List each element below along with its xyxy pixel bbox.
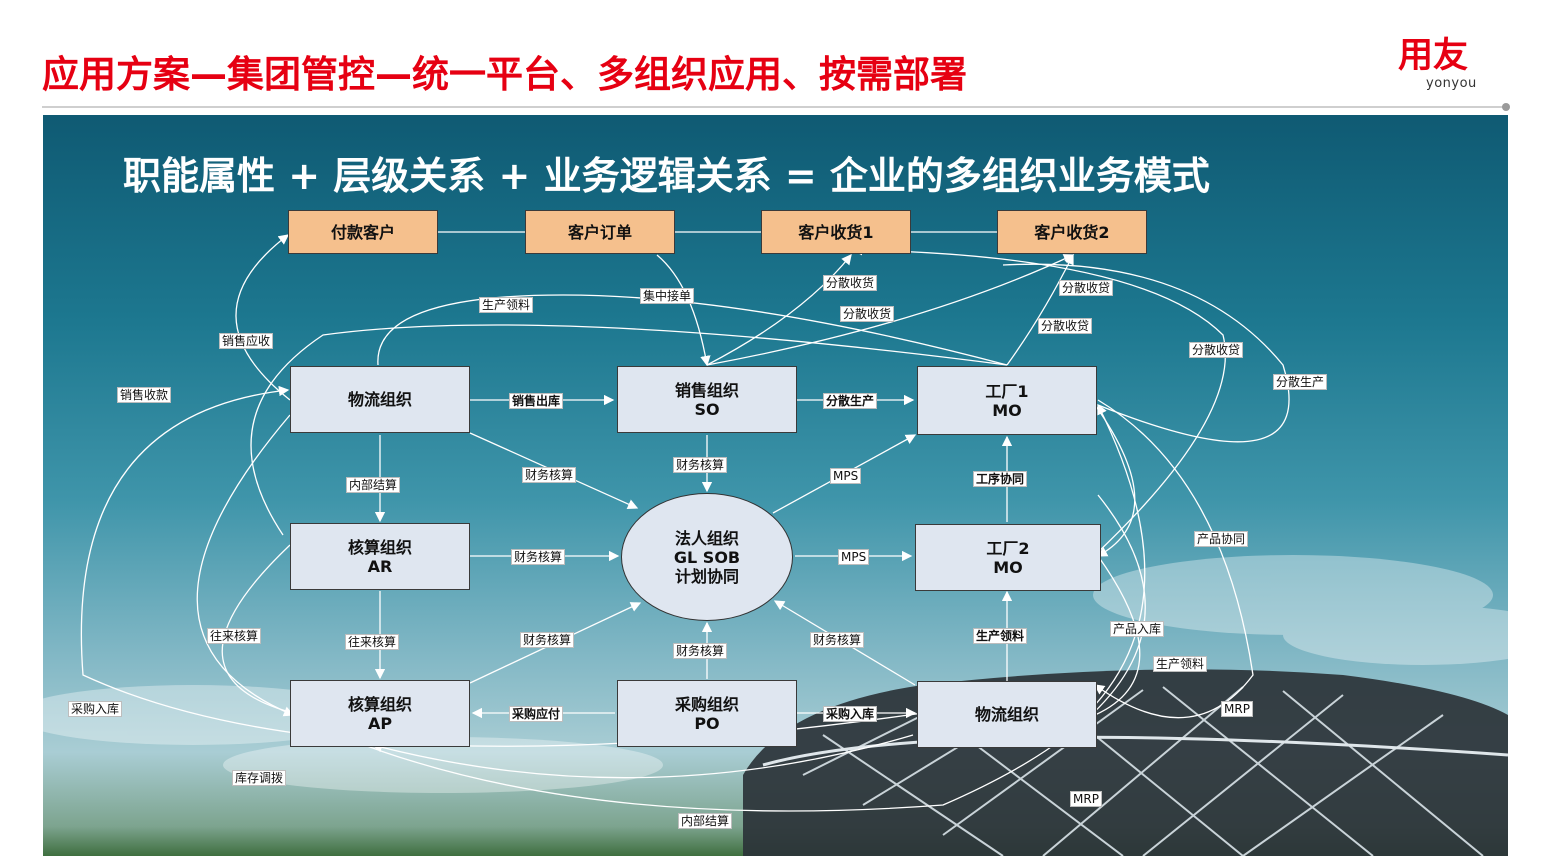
internal-settle-bottom-curve <box>292 494 1146 812</box>
mrp-curve-b <box>1094 555 1141 716</box>
stadium-graphic <box>743 669 1508 856</box>
product-collab-curve <box>851 244 1227 556</box>
node-code: SO <box>694 399 720 419</box>
edge-label: 销售应收 <box>219 333 274 349</box>
logo-subtext: yonyou <box>1426 76 1477 91</box>
header-divider <box>42 106 1504 108</box>
node-label: 销售组织 <box>674 380 739 400</box>
edge-label: 财务核算 <box>520 632 575 648</box>
customer-payer-box: 付款客户 <box>288 210 438 254</box>
mrp-curve-a <box>1093 399 1254 719</box>
customer-receive1-box: 客户收货1 <box>761 210 911 254</box>
edge-label: 分散收货 <box>840 306 895 322</box>
central-order-curve <box>656 254 711 367</box>
node-label: 采购组织 <box>674 694 739 714</box>
node-label: 物流组织 <box>974 705 1039 724</box>
edge-label: 往来核算 <box>345 634 400 650</box>
node-code: GL SOB <box>673 547 741 567</box>
customer-payer-label: 付款客户 <box>330 222 395 242</box>
ar-ap-settle-left-curve <box>221 544 294 714</box>
node-label: 核算组织 <box>347 694 412 714</box>
production-issue-right-curve <box>1094 403 1146 706</box>
ar-ap-left-curve <box>196 414 295 717</box>
node-label: 核算组织 <box>347 537 412 557</box>
dist-receive-curve-b <box>706 254 1075 366</box>
edge-label: 采购入库 <box>68 701 123 717</box>
customer-order-label: 客户订单 <box>567 222 632 242</box>
edge-label: 分散生产 <box>823 393 878 409</box>
customer-receive1-label: 客户收货1 <box>798 222 874 242</box>
customer-receive2-label: 客户收货2 <box>1034 222 1110 242</box>
edge-label: 库存调拨 <box>232 770 287 786</box>
edge-label: MRP <box>1221 701 1253 717</box>
edge-label: 产品协同 <box>1194 531 1249 547</box>
node-code: MO <box>993 557 1023 577</box>
edge-label: 集中接单 <box>640 288 695 304</box>
node-code: AR <box>367 556 393 576</box>
edge-label: 财务核算 <box>673 457 728 473</box>
edge-label: 分散生产 <box>1273 374 1328 390</box>
edge-label: 采购入库 <box>823 706 878 722</box>
dist-receive-curve-c <box>1006 253 1074 366</box>
edge-label: 销售收款 <box>117 387 172 403</box>
edge-label: 工序协同 <box>973 471 1028 487</box>
edge-label: 生产领料 <box>479 297 534 313</box>
diagram-panel: 职能属性 + 层级关系 + 业务逻辑关系 = 企业的多组织业务模式 付款客户 客… <box>43 115 1508 856</box>
inventory-transfer-curve <box>371 734 914 779</box>
edge-label: 分散收货 <box>823 275 878 291</box>
page-title: 应用方案—集团管控—统一平台、多组织应用、按需部署 <box>42 53 967 96</box>
edge-label: 销售出库 <box>509 393 564 409</box>
edge-label: 财务核算 <box>522 467 577 483</box>
edge-label: 内部结算 <box>346 477 401 493</box>
edge-label: 采购应付 <box>509 706 564 722</box>
node-label: 工厂2 <box>986 538 1030 558</box>
yonyou-logo: 用友 yonyou <box>1396 36 1488 96</box>
edge-label: 财务核算 <box>511 549 566 565</box>
node-sub: 计划协同 <box>674 566 739 586</box>
sales-receivable-curve <box>250 324 1008 536</box>
edge-label: 生产领料 <box>973 628 1028 644</box>
edge-label: MPS <box>830 468 862 484</box>
logo-wordmark: 用友 <box>1398 36 1469 76</box>
header-divider-dot <box>1502 103 1510 111</box>
node-label: 法人组织 <box>674 528 739 548</box>
edge-label: 分散收贷 <box>1038 318 1093 334</box>
production-issue-curve <box>377 294 1008 366</box>
edge-label: MRP <box>1070 791 1102 807</box>
edge-label: 分散收贷 <box>1189 342 1244 358</box>
node-code: MO <box>992 400 1022 420</box>
dist-production-right-curve <box>1002 263 1290 443</box>
logistics-org-top-box: 物流组织 <box>290 366 470 433</box>
edge-label: 分散收贷 <box>1059 280 1114 296</box>
node-label: 工厂1 <box>985 381 1029 401</box>
edge-label: 财务核算 <box>673 643 728 659</box>
edge-label: 内部结算 <box>678 813 733 829</box>
node-code: AP <box>367 713 393 733</box>
edge-label: 产品入库 <box>1110 621 1165 637</box>
customer-receive2-box: 客户收货2 <box>997 210 1147 254</box>
edge-label: 往来核算 <box>207 628 262 644</box>
dist-receive-curve-a <box>706 253 852 366</box>
edge-label: 生产领料 <box>1153 656 1208 672</box>
node-code: PO <box>694 713 720 733</box>
node-label: 物流组织 <box>347 390 412 409</box>
edge-label: MPS <box>838 549 870 565</box>
customer-order-box: 客户订单 <box>525 210 675 254</box>
sales-collection-curve <box>235 234 291 401</box>
logistics-org-bottom-box: 物流组织 <box>917 681 1097 748</box>
edge-label: 财务核算 <box>810 632 865 648</box>
diagram-headline: 职能属性 + 层级关系 + 业务逻辑关系 = 企业的多组织业务模式 <box>123 154 1210 198</box>
